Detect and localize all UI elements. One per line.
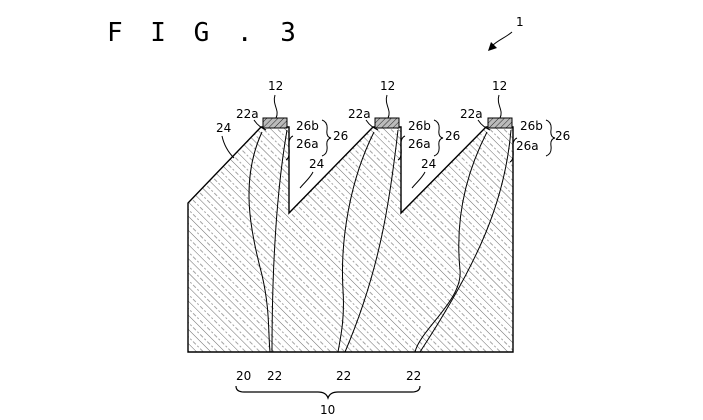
device-leader xyxy=(491,31,513,47)
bracket-1 xyxy=(321,119,332,157)
region-boundary-2a xyxy=(337,131,375,353)
substrate-body xyxy=(187,126,514,353)
label-26a-3: 26a xyxy=(516,139,539,153)
label-slope-2: 24 xyxy=(309,157,324,171)
leader-slope-2 xyxy=(299,171,314,189)
leader-slope-3 xyxy=(411,171,426,189)
label-26-3: 26 xyxy=(555,129,570,143)
label-slope-1: 24 xyxy=(216,121,231,135)
figure-title: F I G . 3 xyxy=(107,18,302,48)
region-boundary-3b xyxy=(419,129,512,353)
brace-assembly xyxy=(235,385,421,400)
bracket-3b xyxy=(509,137,518,163)
leader-tip-2 xyxy=(385,94,390,119)
label-tip-1: 12 xyxy=(268,79,283,93)
leader-tip-3 xyxy=(497,94,502,119)
bracket-2b xyxy=(397,135,406,161)
label-26a-2: 26a xyxy=(408,137,431,151)
label-26b-1: 26b xyxy=(296,119,319,133)
leader-tip-1 xyxy=(273,94,278,119)
label-assembly: 10 xyxy=(320,403,335,417)
bracket-2 xyxy=(433,119,444,157)
label-slope-3: 24 xyxy=(421,157,436,171)
leader-slope-1 xyxy=(221,135,235,159)
region-boundary-1b xyxy=(271,129,288,353)
arrowhead-icon xyxy=(488,42,497,51)
label-region-1: 22 xyxy=(267,369,282,383)
leader-22a-2 xyxy=(365,119,379,131)
bracket-1b xyxy=(285,135,294,161)
label-tip-2: 12 xyxy=(380,79,395,93)
tip-cap-1 xyxy=(262,117,288,129)
bracket-3 xyxy=(545,119,556,157)
label-device: 1 xyxy=(516,15,524,29)
label-26-1: 26 xyxy=(333,129,348,143)
region-boundary-3a xyxy=(414,131,488,353)
label-26b-3: 26b xyxy=(520,119,543,133)
tip-cap-3 xyxy=(487,117,513,129)
label-22a-3: 22a xyxy=(460,107,483,121)
label-region-2: 22 xyxy=(336,369,351,383)
region-boundary-1a xyxy=(248,131,271,353)
label-26a-1: 26a xyxy=(296,137,319,151)
tip-cap-2 xyxy=(374,117,400,129)
label-26-2: 26 xyxy=(445,129,460,143)
label-base: 20 xyxy=(236,369,251,383)
label-22a-1: 22a xyxy=(236,107,259,121)
region-boundary-2b xyxy=(344,129,399,353)
label-tip-3: 12 xyxy=(492,79,507,93)
leader-22a-3 xyxy=(477,119,491,131)
label-26b-2: 26b xyxy=(408,119,431,133)
label-region-3: 22 xyxy=(406,369,421,383)
leader-22a-1 xyxy=(253,119,267,131)
label-22a-2: 22a xyxy=(348,107,371,121)
